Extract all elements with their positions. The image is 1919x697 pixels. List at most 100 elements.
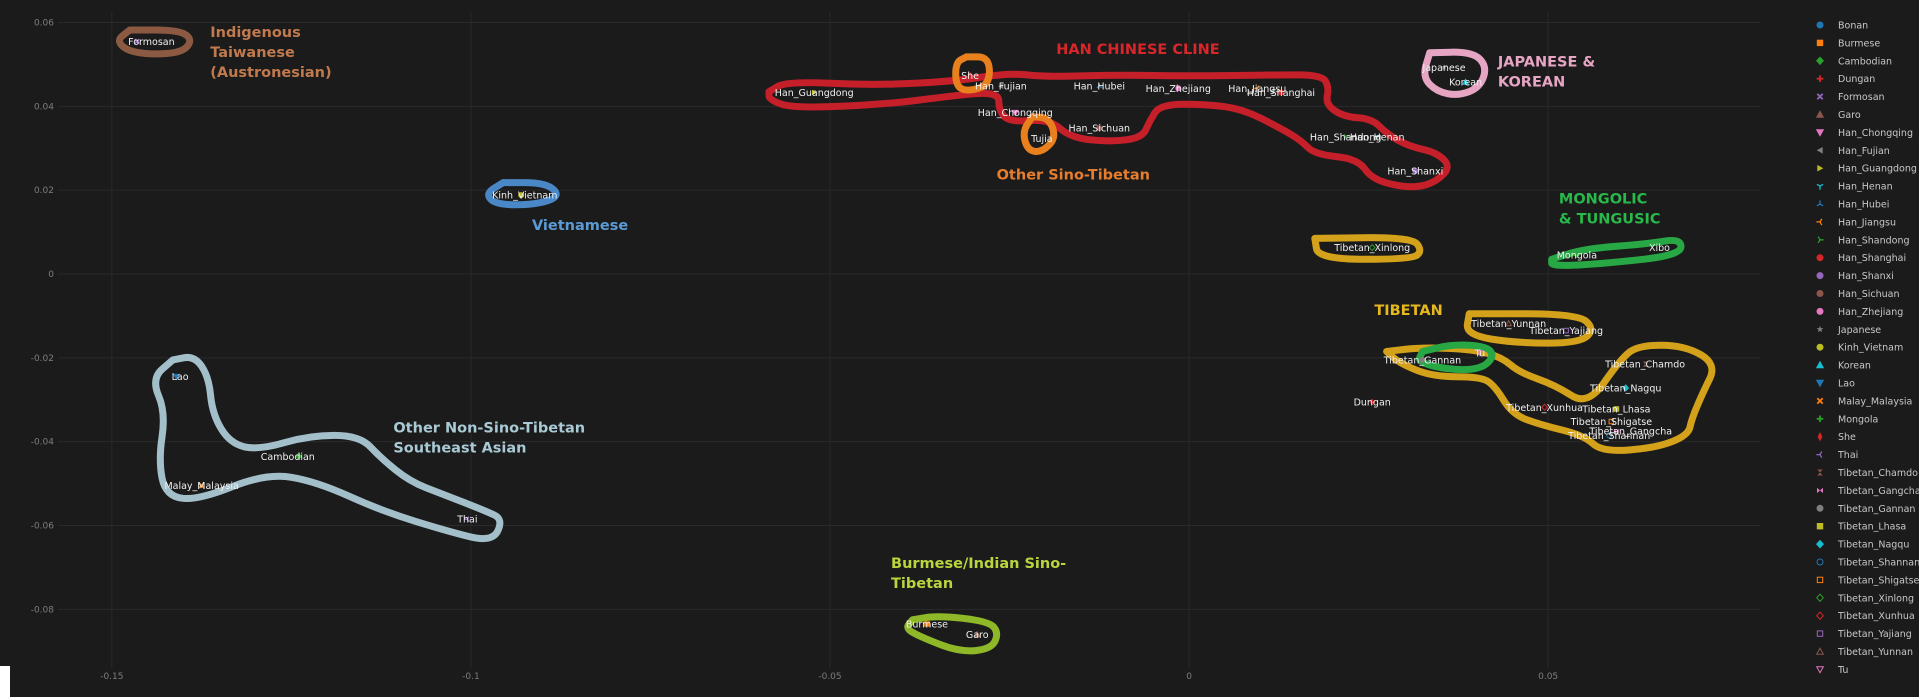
x-tick-label: -0.15 — [100, 672, 123, 682]
point-label-tibetan-chamdo: Tibetan_Chamdo — [1604, 360, 1685, 371]
point-thai — [464, 516, 470, 523]
point-tibetan-gangcha — [1613, 428, 1619, 434]
point-label-korean: Korean — [1449, 78, 1482, 89]
legend-label-dungan: Dungan — [1838, 74, 1875, 85]
legend-marker-han-zhejiang — [1816, 307, 1824, 315]
point-tibetan-xunhua — [1541, 403, 1548, 412]
point-han-fujian — [998, 83, 1004, 89]
point-label-dungan: Dungan — [1354, 397, 1391, 408]
x-tick-label: -0.05 — [818, 672, 841, 682]
point-tibetan-nagqu — [1622, 384, 1630, 392]
legend-marker-garo — [1815, 110, 1825, 118]
point-label-tibetan-xunhua: Tibetan_Xunhua — [1505, 403, 1583, 414]
point-han-shandong — [1343, 133, 1349, 140]
legend-label-han-shandong: Han_Shandong — [1838, 235, 1910, 246]
group-outline-7 — [1548, 236, 1685, 269]
point-tibetan-shannan — [1606, 432, 1613, 439]
point-label-japanese: Japanese — [1421, 63, 1465, 74]
group-label-line: HAN CHINESE CLINE — [1056, 42, 1219, 58]
legend-label-malay-malaysia: Malay_Malaysia — [1838, 396, 1912, 407]
legend-marker-han-shandong — [1817, 236, 1824, 244]
point-label-han-chongqing: Han_Chongqing — [978, 108, 1053, 119]
point-label-xibo: Xibo — [1649, 243, 1670, 254]
group-label-6: TIBETAN — [1374, 303, 1442, 319]
legend-label-tibetan-nagqu: Tibetan_Nagqu — [1837, 540, 1909, 551]
point-tibetan-lhasa — [1613, 406, 1620, 412]
legend-marker-han-shanghai — [1816, 254, 1824, 262]
point-label-tu: Tu — [1474, 348, 1485, 359]
group-outline-8 — [1463, 310, 1595, 347]
point-label-burmese: Burmese — [906, 619, 948, 630]
group-label-line: Burmese/Indian Sino- — [891, 556, 1066, 572]
point-tibetan-yajiang — [1563, 327, 1569, 334]
legend-marker-han-sichuan — [1816, 290, 1824, 297]
legend-label-tibetan-lhasa: Tibetan_Lhasa — [1837, 522, 1906, 533]
legend-marker-kinh-vietnam — [1816, 343, 1824, 351]
legend-label-tibetan-shannan: Tibetan_Shannan — [1837, 558, 1919, 569]
legend-marker-burmese — [1816, 39, 1824, 47]
point-tibetan-gannan — [1419, 356, 1426, 363]
legend-label-japanese: Japanese — [1837, 325, 1881, 336]
point-tibetan-chamdo — [1642, 361, 1648, 367]
group-label-8: Burmese/Indian Sino-Tibetan — [891, 556, 1066, 592]
point-label-tibetan-shannan: Tibetan_Shannan — [1567, 431, 1650, 442]
point-label-mongola: Mongola — [1557, 251, 1597, 262]
point-label-cambodian: Cambodian — [261, 452, 315, 463]
legend-label-tibetan-chamdo: Tibetan_Chamdo — [1837, 468, 1918, 479]
group-outline-6 — [1311, 234, 1424, 263]
x-tick-label: 0.05 — [1538, 672, 1558, 682]
group-label-line: TIBETAN — [1374, 303, 1442, 319]
point-label-tibetan-lhasa: Tibetan_Lhasa — [1581, 404, 1650, 415]
group-label-line: Taiwanese — [210, 45, 295, 61]
group-label-line: MONGOLIC — [1559, 192, 1647, 208]
group-label-line: Indigenous — [210, 25, 301, 41]
point-labels: FormosanKinh_VietnamLaoCambodianMalay_Ma… — [128, 37, 1685, 641]
x-tick-label: -0.1 — [462, 672, 480, 682]
legend-label-cambodian: Cambodian — [1838, 56, 1892, 67]
legend-marker-mongola — [1816, 415, 1824, 423]
group-label-2: JAPANESE & KOREAN — [1497, 54, 1596, 90]
y-tick-label: -0.04 — [31, 438, 55, 448]
point-label-han-guangdong: Han_Guangdong — [775, 88, 854, 99]
group-label-line: JAPANESE & — [1497, 54, 1596, 70]
group-label-line: KOREAN — [1498, 74, 1565, 90]
legend-marker-bonan — [1816, 21, 1824, 29]
legend-marker-han-fujian — [1816, 147, 1823, 154]
legend-marker-tu — [1815, 666, 1825, 674]
legend-marker-japanese — [1816, 325, 1824, 333]
point-tibetan-shigatse — [1608, 418, 1615, 425]
point-tibetan-yunnan — [1505, 319, 1513, 327]
point-lao — [172, 373, 181, 381]
group-outline-5 — [1421, 48, 1489, 98]
legend-label-han-zhejiang: Han_Zhejiang — [1838, 307, 1903, 318]
legend-marker-tibetan-gangcha — [1817, 487, 1823, 494]
legend-label-han-sichuan: Han_Sichuan — [1838, 289, 1900, 300]
x-tick-label: 0 — [1186, 672, 1192, 682]
legend-label-bonan: Bonan — [1838, 21, 1868, 32]
group-label-1: HAN CHINESE CLINE — [1056, 42, 1219, 58]
point-label-lao: Lao — [172, 372, 189, 383]
point-han-henan — [1374, 134, 1381, 140]
legend-marker-tibetan-chamdo — [1817, 469, 1823, 476]
legend-marker-tibetan-xunhua — [1816, 611, 1824, 621]
point-label-han-shandong: Han_Shandong — [1310, 132, 1382, 143]
point-formosan — [134, 38, 140, 45]
legend-label-lao: Lao — [1838, 379, 1855, 390]
y-tick-label: -0.06 — [31, 521, 55, 531]
point-han-guangdong — [811, 89, 817, 96]
point-label-han-hubei: Han_Hubei — [1074, 82, 1125, 93]
group-label-line: Vietnamese — [532, 218, 628, 234]
legend-label-han-shanxi: Han_Shanxi — [1838, 271, 1894, 282]
point-cambodian — [295, 452, 303, 461]
legend-marker-han-chongqing — [1815, 129, 1825, 137]
legend-label-han-chongqing: Han_Chongqing — [1838, 128, 1913, 139]
legend-marker-korean — [1815, 360, 1825, 369]
point-garo — [973, 630, 981, 638]
y-tick-label: -0.08 — [31, 605, 55, 615]
legend-marker-tibetan-gannan — [1816, 504, 1824, 512]
group-outline-9 — [1383, 341, 1716, 454]
point-japanese — [1441, 64, 1447, 70]
